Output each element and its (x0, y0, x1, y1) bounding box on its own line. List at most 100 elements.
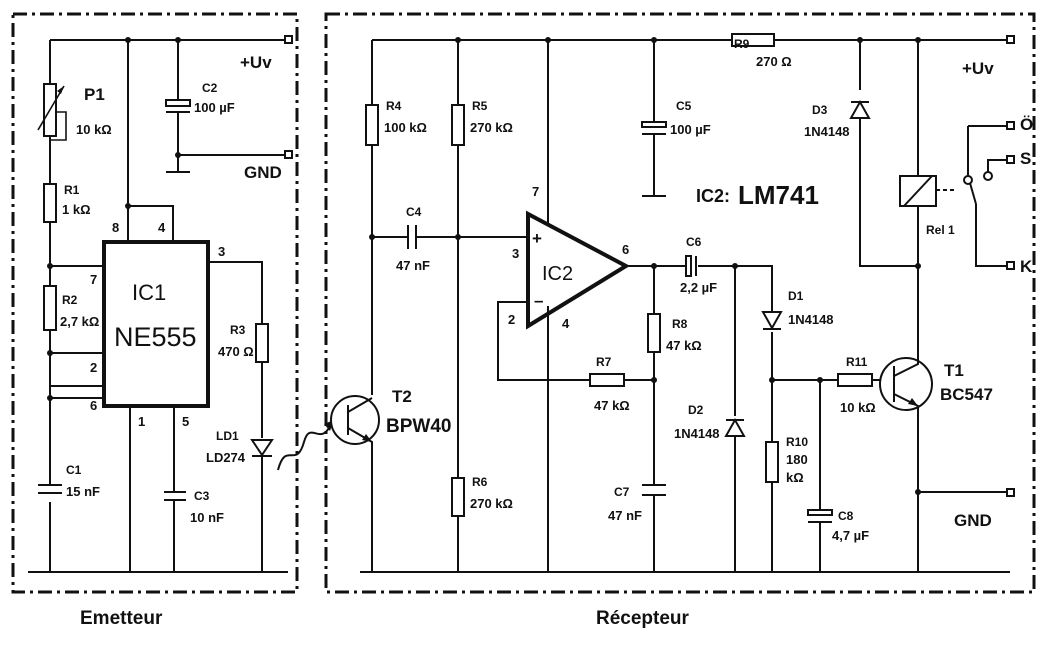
ic2-pin-4: 4 (562, 316, 570, 331)
c3-value: 10 nF (190, 510, 224, 525)
c2-value: 100 µF (194, 100, 235, 115)
d3-value: 1N4148 (804, 124, 850, 139)
r9-value: 270 Ω (756, 54, 792, 69)
p1-value: 10 kΩ (76, 122, 112, 137)
c4-value: 47 nF (396, 258, 430, 273)
r4-value: 100 kΩ (384, 120, 427, 135)
emitter-frame (11, 12, 299, 594)
d1-value: 1N4148 (788, 312, 834, 327)
uv-terminal-emitter (284, 35, 293, 44)
r7-value: 47 kΩ (594, 398, 630, 413)
c8-ref: C8 (838, 509, 854, 523)
gnd-label-receiver: GND (954, 511, 992, 530)
gnd-terminal-receiver (1006, 488, 1015, 497)
c2-ref: C2 (202, 81, 218, 95)
ic1-pin-2: 2 (90, 360, 97, 375)
t1-ref: T1 (944, 361, 964, 380)
c5-capacitor (641, 121, 667, 128)
r8-resistor (647, 313, 661, 353)
c4-ref: C4 (406, 205, 422, 219)
r3-ref: R3 (230, 323, 246, 337)
contact-s-terminal (1006, 155, 1015, 164)
r5-value: 270 kΩ (470, 120, 513, 135)
r3-value: 470 Ω (218, 344, 254, 359)
gnd-label-emitter: GND (244, 163, 282, 182)
uv-label-receiver: +Uv (962, 59, 994, 78)
c6-capacitor (685, 255, 692, 277)
c6-value: 2,2 µF (680, 280, 717, 295)
d1-diode (761, 311, 783, 331)
ic2-pin-6: 6 (622, 242, 629, 257)
r5-resistor (451, 104, 465, 146)
r9-resistor (731, 33, 775, 47)
c5-ref: C5 (676, 99, 692, 113)
c8-capacitor (807, 509, 833, 516)
c7-capacitor (642, 484, 666, 496)
r2-resistor (43, 285, 57, 331)
r8-ref: R8 (672, 317, 688, 331)
c5-value: 100 µF (670, 122, 711, 137)
r8-value: 47 kΩ (666, 338, 702, 353)
ic1-pin-6: 6 (90, 398, 97, 413)
ir-beam (277, 425, 331, 471)
d2-value: 1N4148 (674, 426, 720, 441)
ic1-ne555 (102, 240, 210, 408)
r4-ref: R4 (386, 99, 402, 113)
ic1-pin-7: 7 (90, 272, 97, 287)
receiver-circuit (330, 33, 1015, 573)
ic1-pin-3: 3 (218, 244, 225, 259)
r1-ref: R1 (64, 183, 80, 197)
contact-o-label: Ö (1020, 115, 1033, 134)
c7-ref: C7 (614, 485, 630, 499)
c6-ref: C6 (686, 235, 702, 249)
ic1-ref: IC1 (132, 280, 166, 305)
ic2-title-part: LM741 (738, 180, 819, 210)
rel1-ref: Rel 1 (926, 223, 955, 237)
uv-terminal-receiver (1006, 35, 1015, 44)
r10-value: 180 (786, 452, 808, 467)
d2-diode (724, 417, 746, 437)
c8-value: 4,7 µF (832, 528, 869, 543)
r11-resistor (837, 373, 873, 387)
d3-ref: D3 (812, 103, 828, 117)
t2-phototransistor (330, 395, 380, 445)
r10-value-unit: kΩ (786, 470, 804, 485)
r1-resistor (43, 183, 57, 223)
p1-ref: P1 (84, 85, 105, 104)
junction-dots (47, 37, 921, 495)
ic1-pin-5: 5 (182, 414, 189, 429)
ic2-opamp (526, 210, 631, 330)
r11-value: 10 kΩ (840, 400, 876, 415)
r2-ref: R2 (62, 293, 78, 307)
ic2-title-prefix: IC2: (696, 186, 730, 206)
contact-o-terminal (1006, 121, 1015, 130)
uv-label-emitter: +Uv (240, 53, 272, 72)
r2-value: 2,7 kΩ (60, 314, 99, 329)
ic2-pin-7: 7 (532, 184, 539, 199)
c7-value: 47 nF (608, 508, 642, 523)
ld1-led (250, 439, 274, 457)
d1-ref: D1 (788, 289, 804, 303)
r7-ref: R7 (596, 355, 612, 369)
r10-ref: R10 (786, 435, 808, 449)
r11-ref: R11 (846, 355, 868, 369)
c2-capacitor (165, 99, 191, 107)
r4-resistor (365, 104, 379, 146)
r9-ref: R9 (734, 37, 750, 51)
ic1-pin-8: 8 (112, 220, 119, 235)
r3-resistor (255, 323, 269, 363)
receiver-caption: Récepteur (596, 608, 690, 629)
c4-capacitor (407, 225, 417, 249)
r1-value: 1 kΩ (62, 202, 91, 217)
c1-capacitor (38, 484, 62, 494)
t2-value: BPW40 (386, 416, 451, 437)
r6-ref: R6 (472, 475, 488, 489)
r5-ref: R5 (472, 99, 488, 113)
ic2-plus: + (532, 229, 542, 248)
ic1-part: NE555 (114, 322, 197, 352)
ic2-ref: IC2 (542, 263, 573, 285)
r6-resistor (451, 477, 465, 517)
d2-ref: D2 (688, 403, 704, 417)
